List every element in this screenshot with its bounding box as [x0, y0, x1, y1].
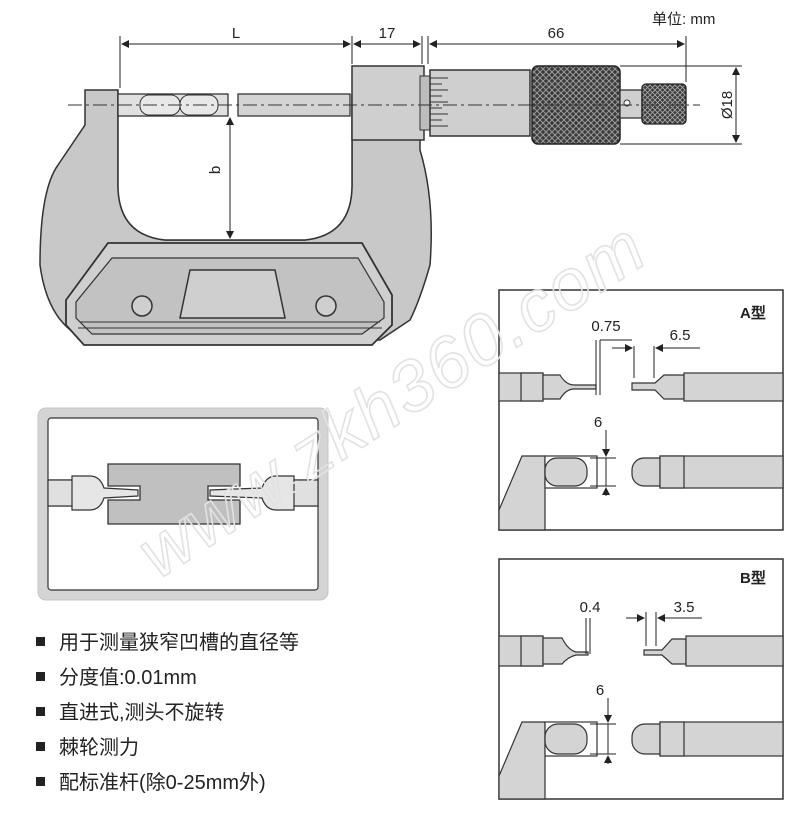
bullet-icon	[36, 777, 45, 787]
thimble-scale	[430, 77, 448, 127]
dim-66-label: 66	[548, 25, 565, 42]
unit-label: 单位: mm	[652, 11, 716, 28]
bullet-icon	[36, 707, 45, 717]
grooved-workpiece	[107, 463, 241, 525]
type-b-left-tip	[542, 637, 589, 665]
thimble	[429, 69, 531, 137]
bullet-icon	[36, 672, 45, 682]
feature-list: 用于测量狭窄凹槽的直径等 分度值:0.01mm 直进式,测头不旋转 棘轮测力 配…	[36, 626, 299, 801]
type-b-dim-6: 6	[596, 682, 604, 699]
dimension-lines	[119, 36, 742, 239]
feature-item: 棘轮测力	[36, 731, 299, 766]
type-b-dim-35: 3.5	[674, 599, 695, 616]
type-b-panel	[498, 558, 784, 800]
type-a-dim-65: 6.5	[670, 327, 691, 344]
type-a-title: A型	[740, 304, 766, 322]
dim-b-label: b	[207, 166, 224, 174]
inset-right-probe	[209, 475, 318, 511]
dim-diameter-label: Ø18	[719, 91, 736, 119]
type-b-title: B型	[740, 569, 766, 587]
type-a-dim-075: 0.75	[591, 318, 620, 335]
dim-17-label: 17	[379, 25, 396, 42]
feature-item: 配标准杆(除0-25mm外)	[36, 766, 299, 801]
ratchet	[641, 83, 687, 125]
feature-item: 用于测量狭窄凹槽的直径等	[36, 626, 299, 661]
feature-item: 直进式,测头不旋转	[36, 696, 299, 731]
sleeve	[351, 65, 425, 141]
type-a-dim-6: 6	[594, 414, 602, 431]
dim-l-label: L	[232, 25, 240, 42]
bullet-icon	[36, 637, 45, 647]
type-b-dim-04: 0.4	[580, 599, 601, 616]
bullet-icon	[36, 742, 45, 752]
feature-item: 分度值:0.01mm	[36, 661, 299, 696]
type-a-panel	[498, 289, 784, 531]
